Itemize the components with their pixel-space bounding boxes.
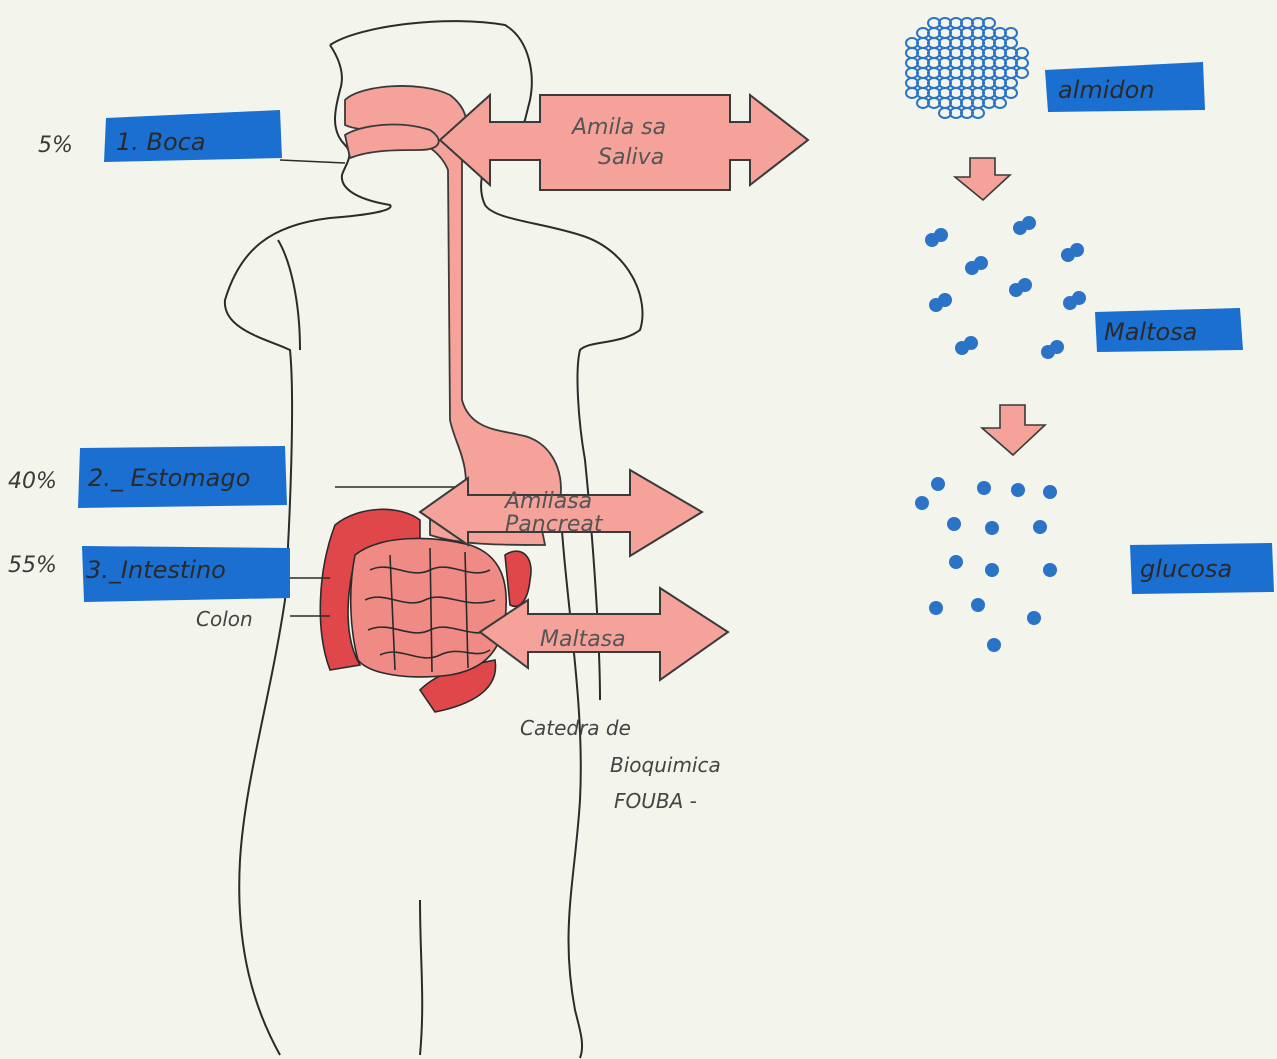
glucose-unit — [985, 521, 999, 535]
glucose-unit — [985, 563, 999, 577]
estomago-percent: 40% — [8, 469, 57, 494]
intestino-label: 55% 3._Intestino — [8, 546, 290, 602]
down-arrow-2 — [982, 405, 1045, 455]
amilasa-pancreat-line2: Pancreat — [505, 512, 604, 537]
maltose-unit — [974, 256, 988, 270]
amilasa-saliva-line2: Saliva — [598, 145, 664, 170]
almidon-label: almidon — [1058, 76, 1155, 104]
glucose-unit — [949, 555, 963, 569]
maltose-unit — [1018, 278, 1032, 292]
credit-line3: FOUBA - — [614, 789, 697, 813]
maltose-unit — [1022, 216, 1036, 230]
glucose-unit — [931, 477, 945, 491]
boca-text: 1. Boca — [116, 128, 206, 156]
maltose-unit — [938, 293, 952, 307]
estomago-label: 40% 2._ Estomago — [8, 446, 287, 508]
maltose-unit — [1072, 291, 1086, 305]
glucosa-label: glucosa — [1140, 555, 1232, 583]
glucosa-molecules — [915, 477, 1057, 652]
maltosa-label: Maltosa — [1104, 318, 1197, 346]
maltosa-label-box: Maltosa — [1095, 308, 1243, 352]
boca-percent: 5% — [38, 133, 73, 158]
amilasa-saliva-arrow — [440, 95, 808, 190]
maltosa-molecules — [925, 216, 1086, 359]
almidon-cluster — [906, 18, 1028, 118]
glucose-unit — [1043, 563, 1057, 577]
glucosa-label-box: glucosa — [1130, 543, 1274, 594]
glucose-unit — [947, 517, 961, 531]
glucose-unit — [1033, 520, 1047, 534]
glucose-unit — [977, 481, 991, 495]
glucose-unit — [1027, 611, 1041, 625]
maltose-unit — [934, 228, 948, 242]
maltose-unit — [964, 336, 978, 350]
colon-label: Colon — [196, 607, 253, 631]
glucose-unit — [1011, 483, 1025, 497]
credit-line2: Bioquimica — [610, 753, 721, 777]
boca-label: 5% 1. Boca — [38, 110, 282, 162]
maltose-unit — [1050, 340, 1064, 354]
glucose-unit — [971, 598, 985, 612]
amilasa-pancreat-line1: Amilasa — [503, 489, 592, 514]
estomago-text: 2._ Estomago — [88, 464, 250, 492]
amilasa-saliva-line1: Amila sa — [570, 115, 666, 140]
almidon-label-box: almidon — [1045, 62, 1205, 112]
maltasa-label: Maltasa — [540, 627, 626, 652]
maltose-unit — [1070, 243, 1084, 257]
glucose-unit — [929, 601, 943, 615]
glucose-unit — [1043, 485, 1057, 499]
credit-line1: Catedra de — [520, 716, 631, 740]
glucose-unit — [915, 496, 929, 510]
down-arrow-1 — [955, 158, 1010, 200]
intestino-percent: 55% — [8, 553, 57, 578]
glucose-unit — [987, 638, 1001, 652]
intestino-text: 3._Intestino — [86, 556, 226, 584]
